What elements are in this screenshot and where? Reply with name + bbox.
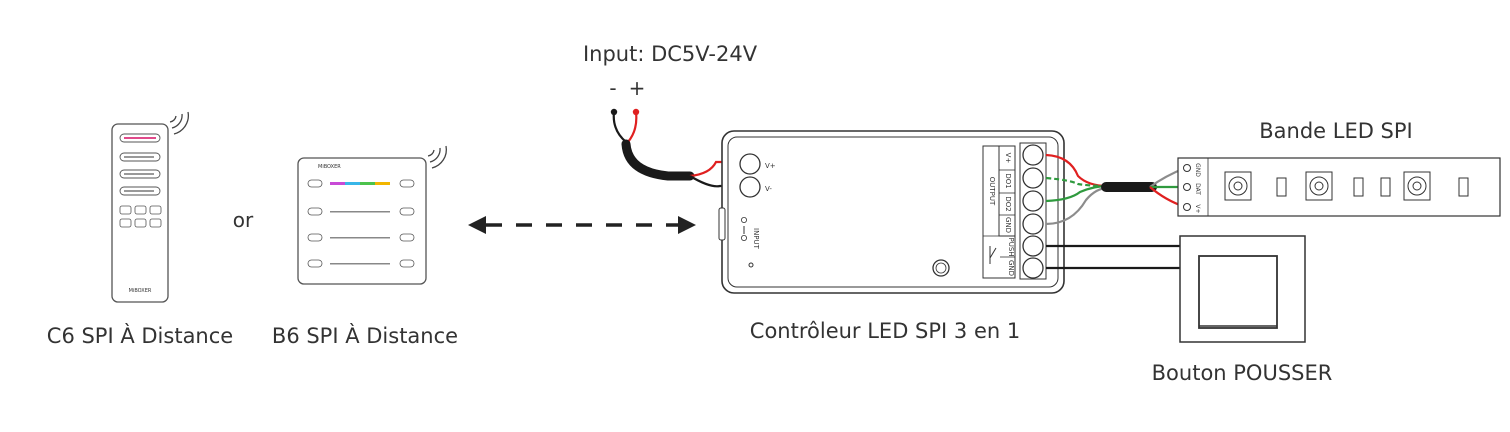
input-title: Input: DC5V-24V <box>583 42 758 66</box>
push-button-wires <box>1046 244 1180 270</box>
terminal-label-do1: DO1 <box>1004 173 1012 188</box>
b6-remote: MiBOXER <box>297 157 427 285</box>
vplus-label: V+ <box>765 162 776 170</box>
remote-c6-label: C6 SPI À Distance <box>47 323 233 348</box>
led-strip: GND DAT V+ <box>1177 157 1501 217</box>
controller-label: Contrôleur LED SPI 3 en 1 <box>750 319 1020 343</box>
output-label: OUTPUT <box>988 177 996 206</box>
b6-brand-label: MiBOXER <box>318 164 341 170</box>
terminal-label-gnd2: GND <box>1007 260 1015 276</box>
strip-pin-vplus: V+ <box>1194 204 1201 213</box>
c6-remote: MiBOXER <box>111 123 169 303</box>
output-cable <box>1045 153 1186 226</box>
b6-signal-icon <box>427 145 447 169</box>
terminal-label-vplus: V+ <box>1004 153 1012 164</box>
strip-pin-gnd: GND <box>1194 163 1201 177</box>
button-label: Bouton POUSSER <box>1152 361 1333 385</box>
wireless-link-arrow <box>468 216 696 234</box>
input-cable <box>610 108 740 188</box>
c6-brand-label: MiBOXER <box>129 288 152 294</box>
minus-label: - <box>609 76 616 100</box>
led-chip <box>1305 171 1333 201</box>
strip-label: Bande LED SPI <box>1259 119 1413 143</box>
terminal-label-do2: DO2 <box>1004 196 1012 211</box>
terminal-label-push: PUSH <box>1007 237 1015 256</box>
resistor <box>1276 177 1469 197</box>
terminal-label-gnd: GND <box>1004 217 1012 233</box>
led-chip <box>1224 171 1252 201</box>
controller-box: V+ V- INPUT OUTPUT V+ DO1 DO2 GND PUSH G… <box>718 130 1065 294</box>
c6-signal-icon <box>169 111 189 135</box>
strip-pin-dat: DAT <box>1194 183 1201 195</box>
remote-b6-label: B6 SPI À Distance <box>272 323 458 348</box>
led-chip <box>1403 171 1431 201</box>
plus-label: + <box>629 76 646 100</box>
or-label: or <box>233 208 254 232</box>
input-port-label: INPUT <box>752 228 760 250</box>
push-button <box>1179 235 1306 343</box>
vminus-label: V- <box>765 185 772 193</box>
